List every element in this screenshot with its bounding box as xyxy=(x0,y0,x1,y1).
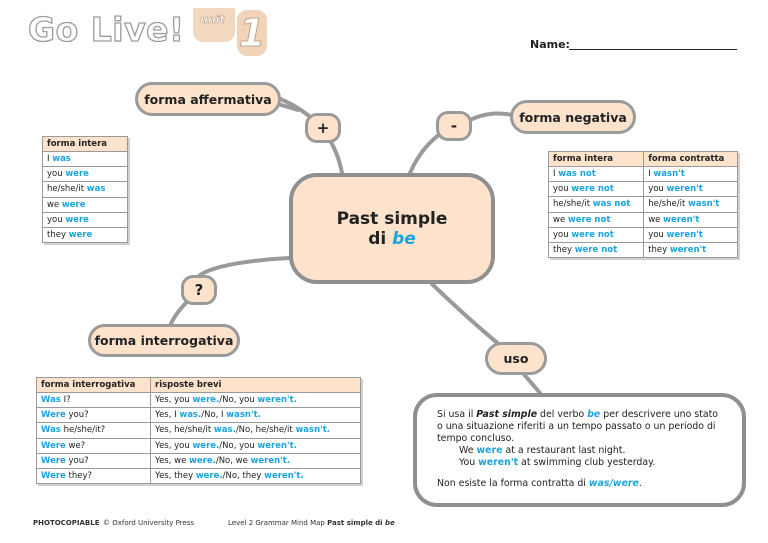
table-row: Was I?Yes, you were./No, you weren't. xyxy=(36,391,361,409)
interrogative-table: forma interrogativa risposte brevi Was I… xyxy=(36,377,361,485)
table-row: we were xyxy=(42,196,128,213)
center-subtitle: di be xyxy=(368,228,416,249)
aff-header: forma intera xyxy=(42,136,128,152)
neg-header-short: forma contratta xyxy=(643,151,738,167)
table-row: Was he/she/it?Yes, he/she/it was./No, he… xyxy=(36,422,361,439)
uso-description-box: Si usa il Past simple del verbo be per d… xyxy=(413,393,746,507)
branch-forma-interrogativa: forma interrogativa xyxy=(88,324,240,357)
branch-forma-affermativa: forma affermativa xyxy=(135,82,281,116)
question-sign: ? xyxy=(181,275,217,305)
unit-label: unit xyxy=(200,13,225,27)
int-header-answer: risposte brevi xyxy=(150,377,361,393)
uso-example-2: You weren't at swimming club yesterday. xyxy=(459,457,656,468)
branch-forma-negativa: forma negativa xyxy=(510,100,636,134)
uso-paragraph: Si usa il Past simple del verbo be per d… xyxy=(437,409,719,444)
footer-title: Level 2 Grammar Mind Map Past simple di … xyxy=(228,519,395,527)
go-live-logo: Go Live! xyxy=(27,9,185,49)
table-row: I was xyxy=(42,150,128,168)
branch-uso: uso xyxy=(485,342,547,375)
table-row: Were we?Yes, you were./No, you weren't. xyxy=(36,437,361,454)
name-field[interactable] xyxy=(569,49,737,50)
name-label: Name: xyxy=(530,38,570,51)
minus-sign: - xyxy=(436,111,472,141)
uso-note: Non esiste la forma contratta di was/wer… xyxy=(437,478,642,489)
table-row: Were you?Yes, I was./No, I wasn't. xyxy=(36,407,361,424)
neg-header-full: forma intera xyxy=(547,151,645,167)
plus-sign: + xyxy=(305,113,341,143)
center-be: be xyxy=(392,228,416,249)
table-row: he/she/it was xyxy=(42,181,128,198)
table-row: Were you?Yes, we were./No, we weren't. xyxy=(36,452,361,469)
footer-photocopiable: PHOTOCOPIABLE xyxy=(33,519,100,527)
table-row: you were xyxy=(42,211,128,228)
center-title: Past simple xyxy=(336,208,448,229)
table-row: they were xyxy=(42,226,128,244)
center-node: Past simple di be xyxy=(289,173,495,284)
footer-copyright: © Oxford University Press xyxy=(103,519,195,527)
table-row: Were they?Yes, they were./No, they weren… xyxy=(36,467,361,485)
table-row: you were xyxy=(42,166,128,183)
uso-example-1: We were at a restaurant last night. xyxy=(459,445,626,456)
unit-number: 1 xyxy=(237,10,267,56)
unit-tab xyxy=(193,8,235,42)
int-header-question: forma interrogativa xyxy=(36,377,151,393)
affirmative-table: forma intera I was you were he/she/it wa… xyxy=(42,136,128,244)
